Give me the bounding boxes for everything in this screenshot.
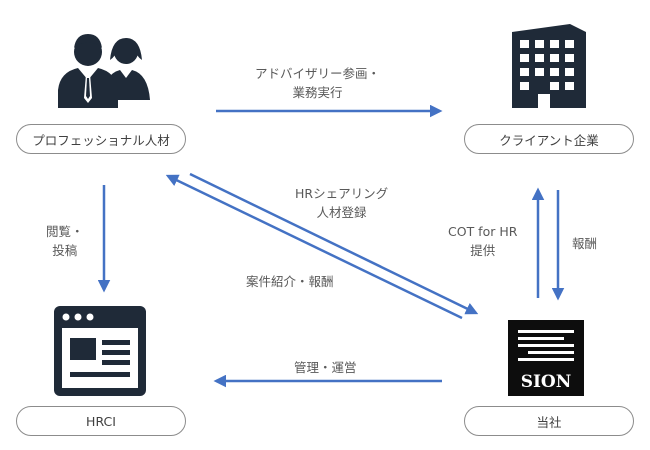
label-hr-sharing-line2: 人材登録 bbox=[316, 205, 367, 220]
label-referral: 案件紹介・報酬 bbox=[246, 274, 334, 289]
sion-logo-text: SION bbox=[521, 372, 572, 392]
label-manage: 管理・運営 bbox=[294, 360, 357, 375]
label-cot-line1: COT for HR bbox=[448, 224, 518, 239]
label-reward: 報酬 bbox=[572, 236, 598, 251]
arrow-hr-sharing bbox=[189, 172, 479, 315]
node-professional: プロフェッショナル人材 bbox=[16, 124, 186, 154]
building-icon bbox=[512, 24, 586, 108]
node-client: クライアント企業 bbox=[464, 124, 634, 154]
label-advisory: アドバイザリー参画・ 業務実行 bbox=[255, 64, 380, 102]
label-browse: 閲覧・ 投稿 bbox=[46, 222, 84, 260]
people-icon bbox=[58, 34, 150, 108]
label-hr-sharing-line1: HRシェアリング bbox=[295, 186, 389, 201]
label-advisory-line2: 業務実行 bbox=[292, 85, 343, 100]
label-advisory-line1: アドバイザリー参画・ bbox=[255, 66, 381, 81]
sion-logo: SION bbox=[508, 320, 584, 396]
web-page-icon bbox=[54, 306, 146, 396]
label-hr-sharing: HRシェアリング 人材登録 bbox=[295, 184, 388, 222]
arrow-referral bbox=[165, 174, 463, 320]
node-company: 当社 bbox=[464, 406, 634, 436]
label-cot-line2: 提供 bbox=[470, 243, 496, 258]
label-browse-line1: 閲覧・ bbox=[46, 224, 84, 239]
node-hrci: HRCI bbox=[16, 406, 186, 436]
label-cot: COT for HR 提供 bbox=[448, 222, 517, 260]
label-browse-line2: 投稿 bbox=[52, 243, 78, 258]
